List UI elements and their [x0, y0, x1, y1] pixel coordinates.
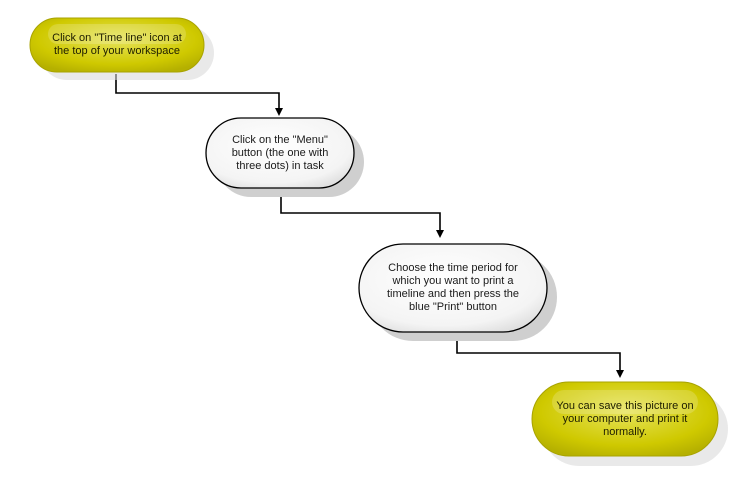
step-1-node: [29, 17, 214, 80]
step-3-node: [358, 243, 557, 341]
step-3-label: Choose the time period for which you wan…: [386, 262, 520, 313]
step-4-label: You can save this picture on your comput…: [556, 399, 694, 438]
step-1-label: Click on "Time line" icon at the top of …: [52, 32, 182, 57]
connector-step1-step2: [115, 74, 283, 116]
connector-step2-step3: [280, 188, 444, 238]
step-2-label: Click on the "Menu" button (the one with…: [231, 133, 329, 172]
connector-step3-step4: [456, 330, 624, 378]
step-2-node: [205, 117, 364, 197]
step-4-node: [531, 381, 728, 466]
